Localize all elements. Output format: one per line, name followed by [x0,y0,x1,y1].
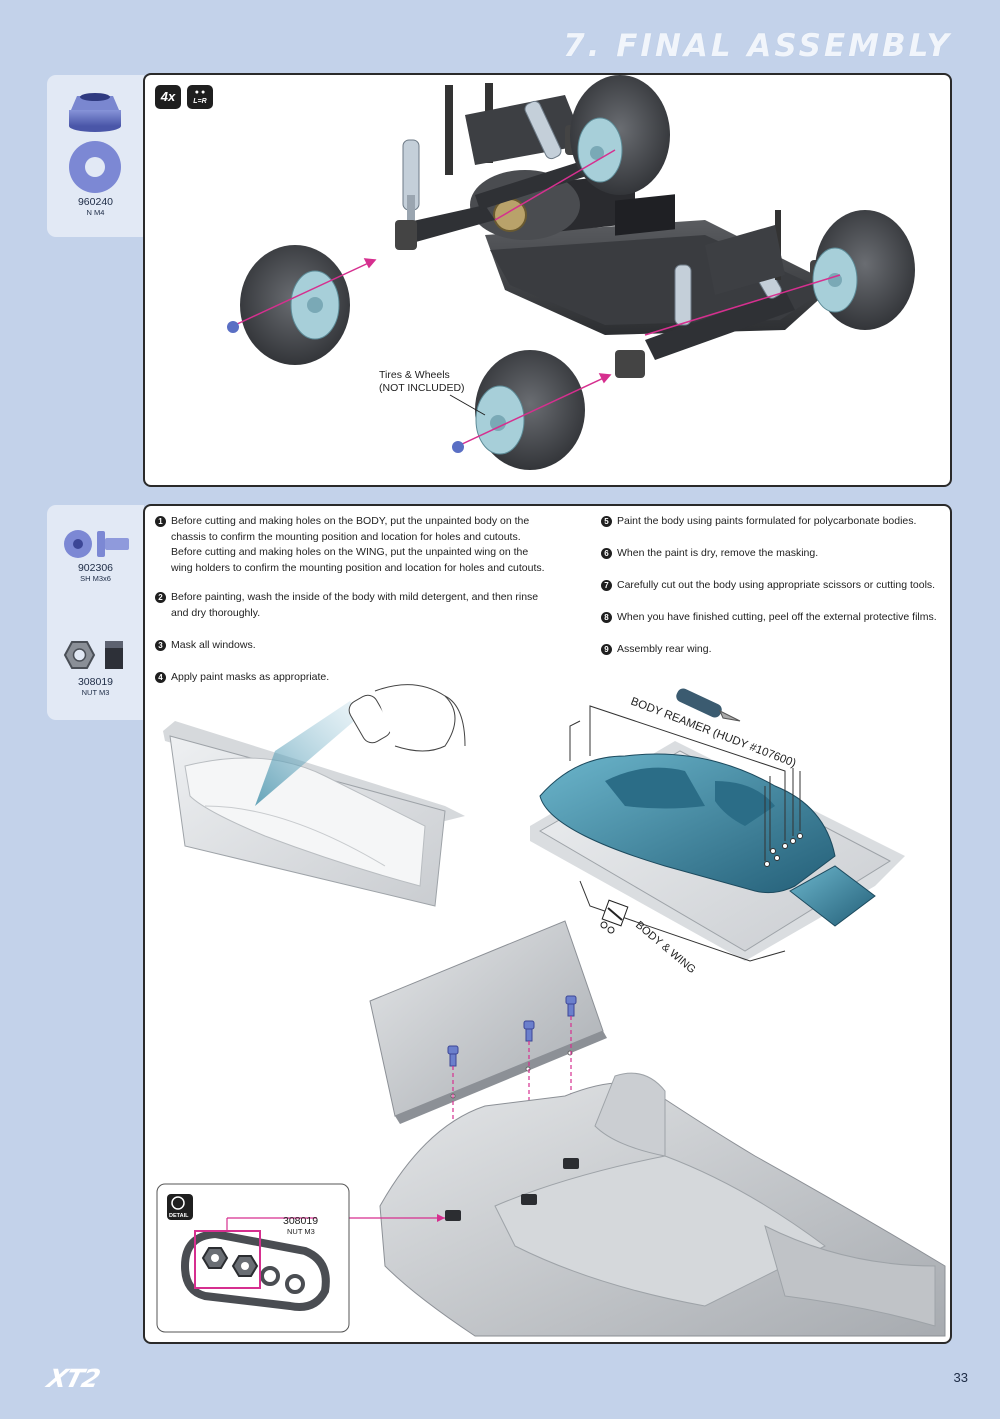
instruction-text: Before cutting and making holes on the B… [171,515,545,574]
step-number: 1 [155,516,166,527]
hex-nut-icon [63,641,123,669]
chassis-illustration [227,75,915,470]
mount-nuts [445,1158,579,1221]
nut-front-left [452,441,464,453]
flanged-nut-icon [69,93,121,193]
front-shock-left [674,264,692,326]
detail-badge-label: DETAIL [169,1213,189,1219]
rear-shock-right [524,100,562,160]
painted-wing [789,865,876,927]
step-number: 6 [601,548,612,559]
step-number: 9 [601,644,612,655]
instruction-text: When you have finished cutting, peel off… [617,611,937,623]
painted-body-tray [530,705,905,961]
detail-icon [167,1194,193,1220]
lr-label: L=R [193,98,207,105]
screw-icon [64,530,129,558]
instruction-text: Apply paint masks as appropriate. [171,671,330,683]
instruction-2: 2 Before painting, wash the inside of th… [155,590,549,621]
clear-body-tray [163,721,465,907]
part-code: 308019 [77,676,114,688]
instruction-text: Mask all windows. [171,639,256,651]
page-title: 7. FINAL ASSEMBLY [563,28,952,64]
step-number: 5 [601,516,612,527]
step-number: 8 [601,612,612,623]
instruction-3: 3 Mask all windows. [155,638,549,654]
instruction-6: 6 When the paint is dry, remove the mask… [601,546,937,562]
step-number: 2 [155,592,166,603]
spray-mist [255,701,360,806]
part-name: N M4 [86,208,105,217]
left-right-badge: ● ● L=R [187,85,213,109]
instruction-7: 7 Carefully cut out the body using appro… [601,578,937,594]
detail-part-code: 308019 [283,1215,318,1227]
rear-body-shell [379,1072,946,1337]
instruction-text: Before painting, wash the inside of the … [171,591,539,619]
instruction-text: When the paint is dry, remove the maskin… [617,547,819,559]
tire-front-left [475,350,585,470]
part-name: NUT M3 [81,688,110,697]
instruction-9: 9 Assembly rear wing. [601,642,937,658]
wing-screws [447,995,577,1067]
spray-can-hand [348,684,466,752]
tire-rear-left [240,245,350,365]
instruction-1: 1 Before cutting and making holes on the… [155,514,549,576]
quantity-badge: 4x [155,85,181,109]
callout-line-2: (NOT INCLUDED) [379,382,465,394]
step-panel-chassis: 4x ● ● L=R [143,73,952,487]
instruction-8: 8 When you have finished cutting, peel o… [601,610,937,626]
parts-panel-bottom: 902306 SH M3x6 308019 NUT M3 [47,505,144,720]
body-illustration: BODY REAMER (HUDY #107600) BODY & WING [156,684,946,1337]
lr-dots-icon: ● ● [194,89,206,96]
tires-wheels-callout: Tires & Wheels (NOT INCLUDED) [379,369,465,395]
reamer-tool-icon [676,688,741,722]
callout-line-1: Tires & Wheels [379,369,450,381]
nut-rear-left [227,321,239,333]
instruction-text: Carefully cut out the body using appropr… [617,579,936,591]
tire-front-right [812,210,915,330]
scissors-icon [600,899,629,934]
part-name: SH M3x6 [80,574,111,583]
step-panel-body: 1 Before cutting and making holes on the… [143,504,952,1344]
step-number: 7 [601,580,612,591]
detail-inset [156,1183,350,1333]
step-number: 4 [155,672,166,683]
tire-rear-upper [570,75,670,195]
parts-panel-top: 960240 N M4 [47,75,144,237]
painted-body-shell [539,753,836,894]
part-code: 960240 [77,196,114,208]
page-number: 33 [953,1370,968,1385]
instruction-5: 5 Paint the body using paints formulated… [601,514,937,530]
detail-part-name: NUT M3 [287,1227,315,1236]
instruction-4: 4 Apply paint masks as appropriate. [155,670,549,686]
xt2-logo: XT2 [44,1364,103,1393]
instruction-text: Assembly rear wing. [617,643,712,655]
step-number: 3 [155,640,166,651]
instruction-text: Paint the body using paints formulated f… [617,515,917,527]
rear-shock-left [402,139,420,225]
receiver-box [615,194,675,236]
part-code: 902306 [77,562,114,574]
